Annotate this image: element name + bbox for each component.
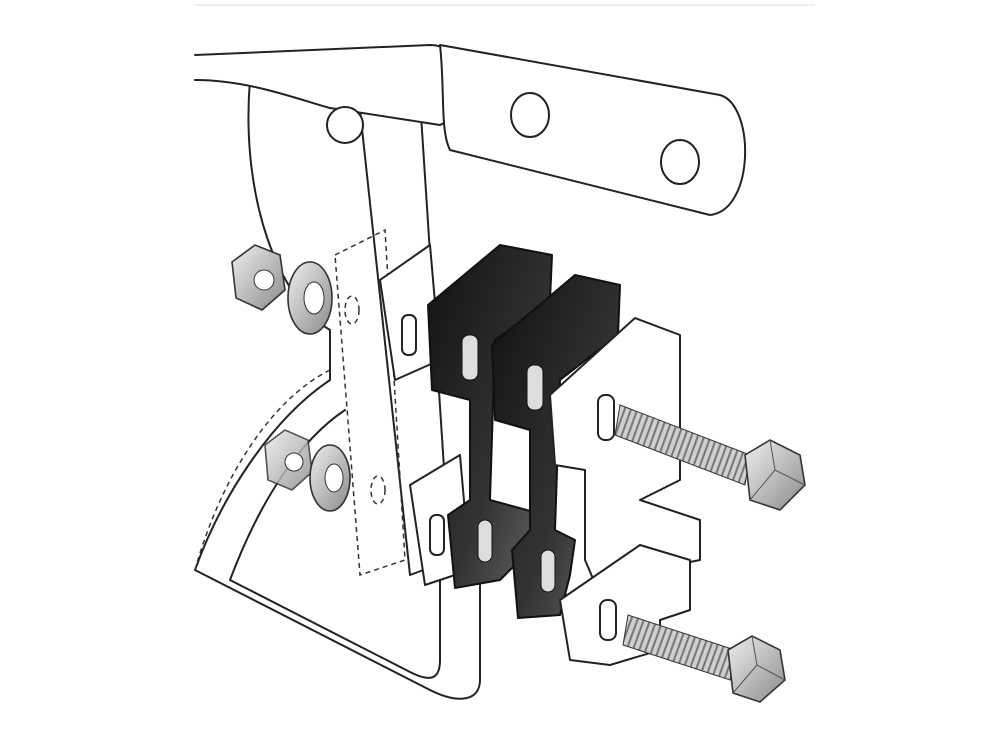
upper-bolt-head[interactable] (744, 439, 806, 511)
upper-clamp-slot (597, 394, 615, 441)
upper-tab-slot (401, 314, 417, 356)
hidden-plate[interactable] (334, 228, 406, 577)
lower-bolt-shaft (622, 614, 736, 681)
frame-top-tube (194, 44, 465, 126)
mounting-arm (439, 44, 746, 216)
upper-nut[interactable] (231, 244, 286, 311)
spacer-slot-1 (461, 334, 479, 381)
arm-hole-2 (660, 139, 700, 185)
lower-tab-slot (429, 514, 445, 556)
lower-nut[interactable] (264, 429, 313, 491)
tube-end-cap (326, 106, 364, 144)
spacer-slot-3 (526, 364, 544, 411)
spacer-slot-2 (477, 519, 493, 563)
upper-washer[interactable] (287, 261, 333, 335)
upper-bolt-shaft (614, 404, 751, 486)
upper-clamp[interactable] (549, 317, 701, 596)
lower-washer[interactable] (309, 444, 351, 512)
lower-clamp-slot (599, 599, 617, 641)
lower-bolt-head[interactable] (727, 635, 786, 703)
arm-hole-1 (510, 92, 550, 138)
hidden-slot-1 (344, 295, 360, 325)
hidden-slot-2 (370, 475, 386, 505)
spacer-slot-4 (540, 549, 556, 593)
